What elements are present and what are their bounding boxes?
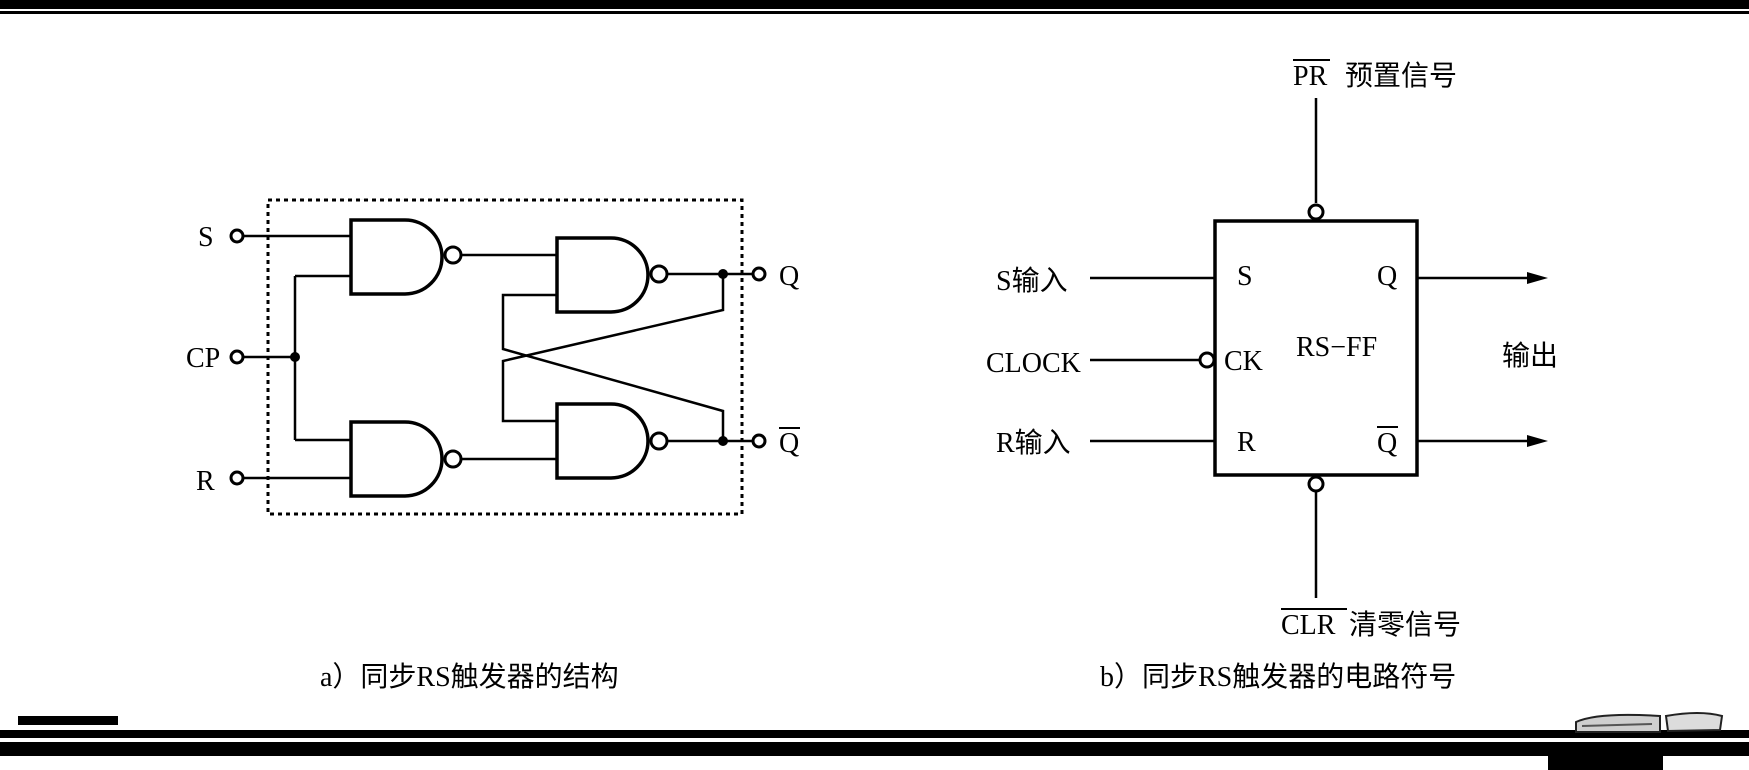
dashed-boundary [266,198,744,516]
clear-desc-label: 清零信号 [1349,609,1461,641]
feedback-qbar-to-g3 [501,293,725,441]
qbar-output-label: Q [779,428,799,459]
cp-input-label: CP [186,343,220,374]
pin-qbar-label: Q [1377,428,1397,459]
pin-s-label: S [1237,261,1253,292]
q-arrowhead [1527,272,1548,284]
output-label: 输出 [1502,340,1558,372]
preset-bubble [1307,203,1325,221]
bottom-bar [0,730,1749,738]
feedback-q-to-g4 [501,274,725,423]
pin-r-label: R [1237,427,1256,458]
nand-gate-2 [349,420,444,498]
pin-ck-label: CK [1224,346,1263,377]
preset-desc-label: 预置信号 [1345,60,1457,92]
corner-block [1548,756,1663,770]
s-input-terminal [229,228,245,244]
nand-gate-1 [349,218,444,296]
clock-input-text: CLOCK [986,348,1081,379]
clear-bubble [1307,475,1325,493]
top-bar [0,0,1749,9]
right-caption: b）同步RS触发器的电路符号 [1100,661,1456,693]
qbar-output-terminal [751,433,767,449]
nand-gate-4-bubble [649,431,669,451]
pencil-decoration [1575,712,1724,733]
nand-gate-3-bubble [649,264,669,284]
s-input-label: S [198,222,214,253]
clear-signal-label: CLR [1281,610,1336,641]
cp-input-terminal [229,349,245,365]
nand-gate-1-bubble [443,245,463,265]
r-input-text: R输入 [996,427,1071,459]
bottom-bar-thick [0,742,1749,756]
r-input-label: R [196,466,215,497]
preset-signal-label: PR [1293,61,1328,92]
q-output-terminal [751,266,767,282]
r-input-terminal [229,470,245,486]
q-output-label: Q [779,261,799,292]
rs-flipflop-symbol: PR 预置信号 CLR 清零信号 S输入 CLOCK R输入 S CK R Q … [986,59,1558,693]
qbar-arrowhead [1527,435,1548,447]
pin-q-label: Q [1377,261,1397,292]
block-name-label: RS−FF [1296,332,1377,363]
nand-gate-2-bubble [443,449,463,469]
clock-bubble [1198,351,1216,369]
left-caption: a）同步RS触发器的结构 [320,661,619,693]
bottom-bar-short [18,716,118,725]
nand-gate-3 [555,236,650,314]
cp-junction-dot [290,352,300,362]
rs-ff-block [1213,219,1419,477]
s-input-text: S输入 [996,265,1068,297]
nand-gate-4 [555,402,650,480]
top-bar-thin [0,11,1749,14]
rs-flipflop-structure: S CP R Q Q a）同步RS触 [186,198,800,693]
